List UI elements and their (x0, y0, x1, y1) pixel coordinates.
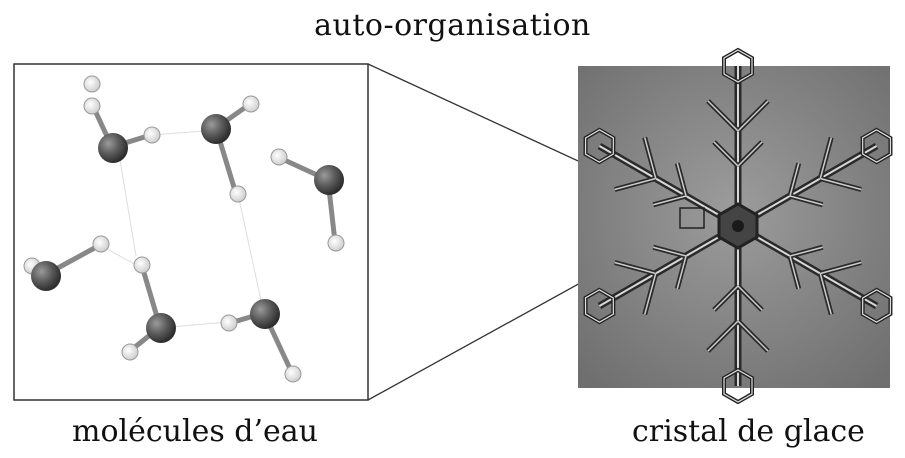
water-molecules-caption: molécules d’eau (72, 414, 318, 449)
oxygen-atom (314, 165, 344, 195)
hydrogen-atom (143, 126, 161, 144)
zoom-region-marker (679, 207, 705, 229)
oxygen-atom (146, 313, 176, 343)
hydrogen-atom (284, 365, 302, 383)
water-molecule (220, 299, 302, 383)
water-molecule (23, 235, 110, 291)
ice-crystal-caption: cristal de glace (632, 414, 865, 449)
water-molecules-panel (13, 63, 369, 401)
hydrogen-atom (242, 95, 260, 113)
oxygen-atom (31, 261, 61, 291)
hydrogen-bond-lines (99, 129, 264, 328)
hydrogen-atom (83, 75, 101, 93)
hydrogen-atom (327, 234, 345, 252)
oxygen-atom (250, 299, 280, 329)
hydrogen-atom (133, 256, 151, 274)
hydrogen-atom (229, 185, 247, 203)
water-molecule (201, 95, 260, 203)
molecules-frame (13, 63, 369, 401)
oxygen-atom (201, 114, 231, 144)
ice-crystal-image (571, 50, 905, 402)
hydrogen-atom (270, 148, 288, 166)
water-molecule (83, 75, 161, 163)
diagram-title: auto-organisation (314, 8, 591, 43)
water-molecule (270, 148, 345, 252)
snowflake (571, 50, 905, 402)
hydrogen-atom (121, 343, 139, 361)
hydrogen-atom (92, 235, 110, 253)
hydrogen-atom (220, 314, 238, 332)
hydrogen-atom (83, 97, 101, 115)
water-molecule (121, 256, 176, 361)
oxygen-atom (98, 133, 128, 163)
